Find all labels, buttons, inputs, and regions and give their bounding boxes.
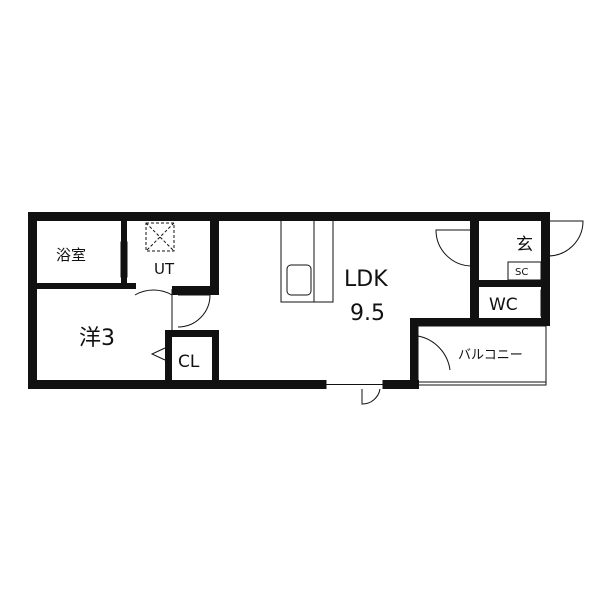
closet-door-icon [150, 347, 166, 361]
wall-wc-top [479, 280, 541, 287]
wall-closet-top [165, 330, 219, 337]
shoe-closet-outline [507, 261, 542, 281]
label-toilet: WC [489, 295, 518, 315]
bath-ut-opening [120, 241, 128, 278]
wall-bath-bottom [28, 283, 136, 289]
ldk-door-icon [361, 388, 381, 405]
entrance-door-icon [547, 220, 584, 257]
kitchen-counter [280, 218, 334, 303]
balcony-door-icon [417, 335, 451, 376]
labels: 浴室 UT 洋3 CL LDK 9.5 玄 SC WC バルコニー [56, 235, 533, 372]
label-western-room: 洋3 [79, 326, 115, 351]
wall-entrance-left [470, 212, 479, 324]
label-bath: 浴室 [56, 246, 86, 264]
sink [286, 264, 312, 296]
counter-outline [280, 218, 334, 303]
wall-closet-left [165, 330, 172, 389]
label-shoe-closet: SC [515, 267, 528, 278]
wall-right-top [541, 212, 550, 324]
entrance-inner-door-icon [435, 229, 473, 267]
label-balcony: バルコニー [458, 348, 523, 363]
label-utility: UT [154, 260, 175, 278]
ut-door-icon [177, 294, 211, 328]
wall-bottom-right [383, 380, 419, 389]
room-door-icon [134, 289, 173, 330]
vent-fan-icon [145, 222, 175, 252]
wall-bottom-left [28, 380, 326, 389]
wall-ut-right [210, 212, 219, 295]
thin-lines [28, 241, 548, 389]
wall-closet-right [212, 330, 219, 389]
label-ldk-size: 9.5 [350, 301, 385, 326]
label-ldk: LDK [344, 267, 388, 292]
wall-top [28, 212, 550, 221]
doors [134, 220, 584, 405]
label-closet: CL [178, 352, 200, 372]
wall-block-bottom [410, 318, 550, 326]
label-entrance: 玄 [516, 235, 533, 255]
wall-ut-bottom [172, 286, 219, 295]
wall-balcony-left [410, 318, 418, 389]
wall-bath-right [121, 212, 127, 287]
wc-window [540, 289, 548, 317]
